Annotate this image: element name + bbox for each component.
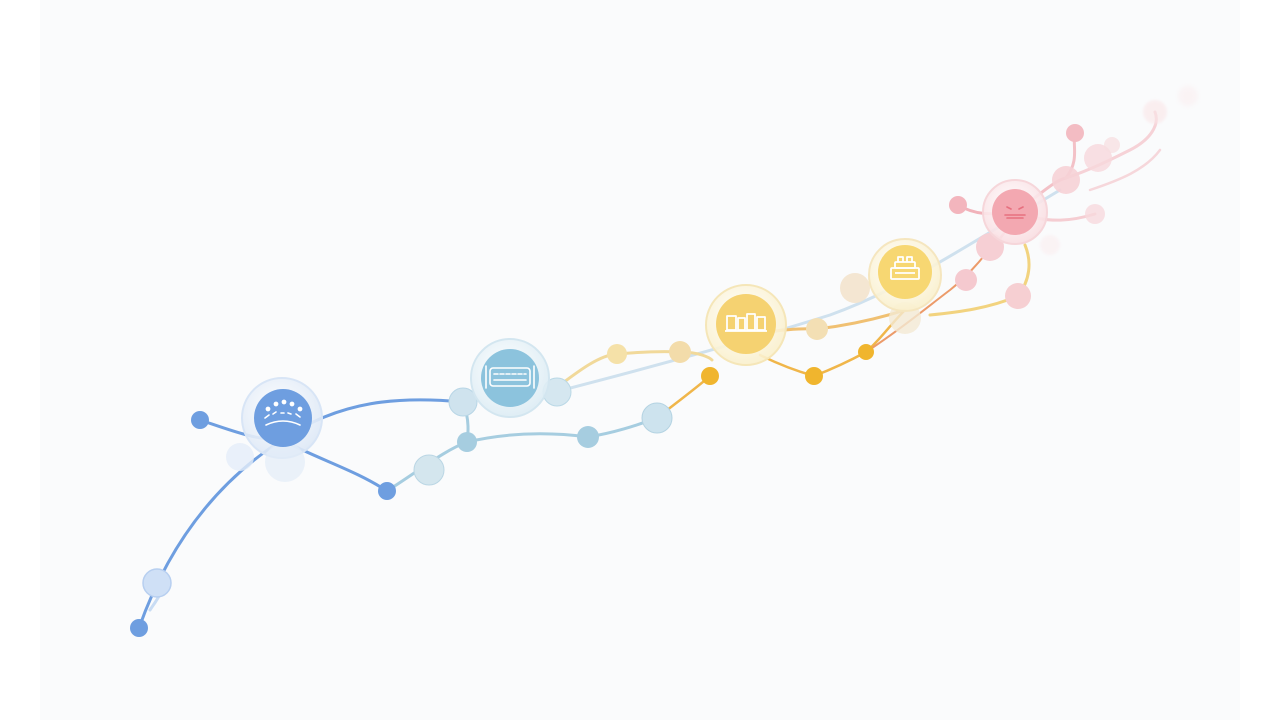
dot-pink-8 [1085, 204, 1105, 224]
dot-pink-10 [1143, 100, 1167, 124]
banner-icon [485, 365, 535, 389]
dot-blue-branch-end [378, 482, 396, 500]
connector-orange-diag [865, 247, 991, 353]
connector-pink-e [1088, 148, 1162, 192]
stage-node-3 [705, 284, 787, 366]
dot-yellow-2 [669, 341, 691, 363]
stage-node-5 [982, 179, 1048, 245]
dot-orange-1 [701, 367, 719, 385]
dot-blue-light [142, 568, 172, 598]
connector-teal-long [553, 188, 1062, 394]
dot-pink-2 [955, 269, 977, 291]
stage-node-1-core [254, 389, 312, 447]
dot-pink-6 [1066, 124, 1084, 142]
dot-teal-1 [448, 387, 478, 417]
stage-node-3-core [716, 294, 776, 354]
dot-teal-2 [457, 432, 477, 452]
dot-blue-start [130, 619, 148, 637]
dot-yellow-3 [806, 318, 828, 340]
stage-node-4-core [878, 245, 932, 299]
stage-node-2-core [481, 349, 539, 407]
connector-yellow-lower [758, 308, 907, 378]
connector-dots [130, 86, 1198, 637]
connector-yellow-left [558, 350, 714, 387]
dot-pink-9 [1104, 137, 1120, 153]
dot-pink-12 [1040, 235, 1060, 255]
stage-node-1 [241, 377, 323, 482]
dot-pink-4 [1005, 283, 1031, 309]
dot-teal-4 [577, 426, 599, 448]
dot-pink-11 [1178, 86, 1198, 106]
dot-blue-ghost [226, 443, 254, 471]
stack-icon [890, 256, 920, 280]
diagram-background [40, 0, 1240, 720]
face-icon [1004, 206, 1026, 219]
dot-orange-2 [805, 367, 823, 385]
connector-pink-d [1064, 110, 1158, 180]
stage-node-4 [868, 238, 942, 312]
stage-node-5-core [992, 189, 1038, 235]
stage-node-2 [470, 338, 550, 418]
crowd-icon [264, 399, 303, 426]
dot-beige-1 [840, 273, 870, 303]
dot-blue-branch [191, 411, 209, 429]
dot-teal-3 [413, 454, 445, 486]
dot-pink-3 [976, 233, 1004, 261]
dot-yellow-1 [607, 344, 627, 364]
dot-teal-5 [641, 402, 673, 434]
blocks-icon [725, 313, 767, 332]
dot-pink-7 [1084, 144, 1112, 172]
dot-pink-5 [1052, 166, 1080, 194]
stage-node-1-ghost [265, 442, 305, 482]
dot-orange-3 [858, 344, 874, 360]
dot-pink-1 [949, 196, 967, 214]
